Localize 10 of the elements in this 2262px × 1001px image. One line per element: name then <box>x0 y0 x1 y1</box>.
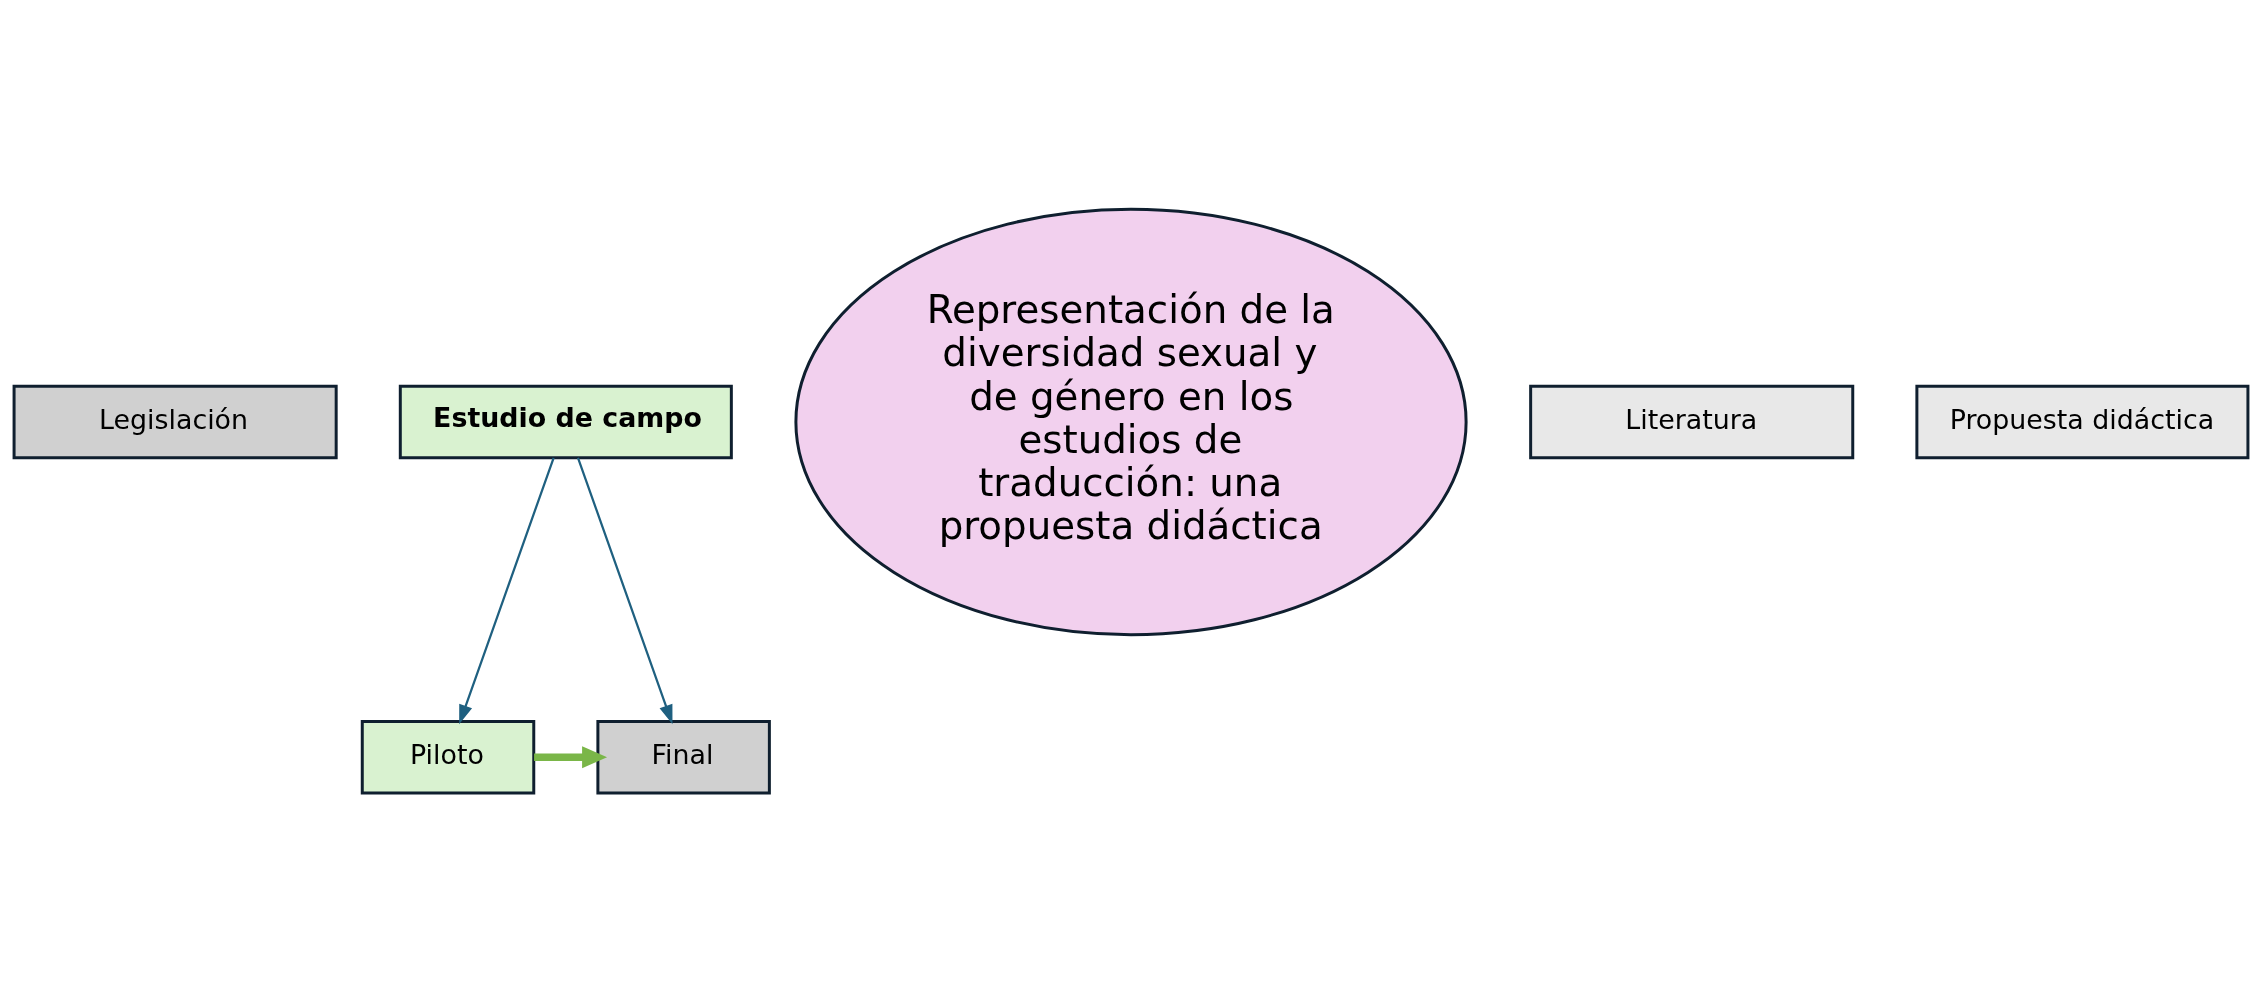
node-box: Final <box>596 719 771 795</box>
node-ellipse: Representación de la diversidad sexual y de género en los estudios de traducción: una propuesta didáctica <box>794 207 1468 636</box>
node-box: Propuesta didáctica <box>1915 384 2250 459</box>
arrow <box>459 456 555 724</box>
node-box: Estudio de campo <box>398 384 733 459</box>
node-box: Legislación <box>12 384 338 459</box>
arrow <box>576 456 673 724</box>
arrow <box>534 745 608 768</box>
node-box: Literatura <box>1529 384 1855 459</box>
node-box: Piloto <box>360 719 536 795</box>
